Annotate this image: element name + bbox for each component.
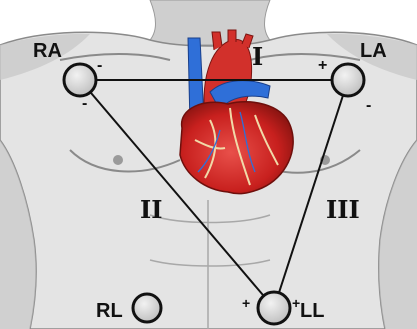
ll-lead3-sign: + [292, 295, 300, 311]
electrode-ll [258, 292, 290, 324]
electrode-rl [133, 294, 161, 322]
lead-1-label: I [252, 42, 263, 71]
lead-3-label: III [326, 195, 360, 224]
electrode-la [332, 64, 364, 96]
la-lead1-sign: + [318, 57, 327, 74]
electrode-rl-label: RL [96, 300, 123, 322]
lead-2-label: II [140, 195, 162, 224]
neck-shading [145, 0, 275, 45]
electrode-la-label: LA [360, 40, 387, 62]
electrode-ra-label: RA [33, 40, 62, 62]
right-nipple [113, 155, 123, 165]
electrode-ll-label: LL [300, 300, 324, 322]
ra-lead2-sign: - [82, 95, 87, 112]
ll-lead2-sign: + [242, 295, 250, 311]
ra-lead1-sign: - [97, 57, 102, 74]
la-lead3-sign: - [366, 97, 371, 114]
heart-body [180, 102, 293, 194]
electrode-ra [64, 64, 96, 96]
